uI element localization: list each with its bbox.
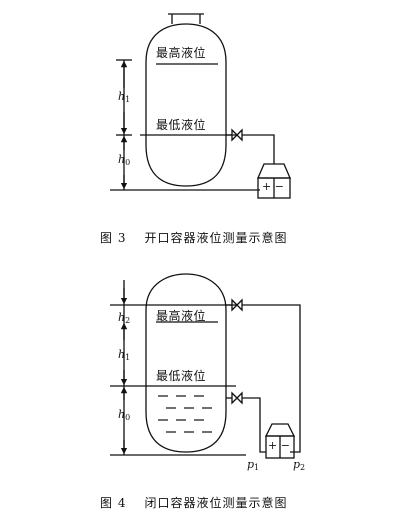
fig4-transmitter-icon — [264, 423, 296, 437]
fig3-caption: 图 3 开口容器液位测量示意图 — [100, 229, 287, 246]
fig4-caption-text: 闭口容器液位测量示意图 — [144, 496, 288, 510]
fig4-caption: 图 4 闭口容器液位测量示意图 — [100, 494, 287, 511]
fig3-max-level-label: 最高液位 — [156, 46, 207, 60]
fig3-h1-label: h1 — [118, 90, 131, 104]
fig4-p2-label: p2 — [293, 458, 306, 472]
fig3-transmitter-label: + − — [262, 180, 284, 193]
fig4-upper-pipe — [242, 304, 301, 453]
fig4-closed-tank — [145, 273, 227, 453]
fig4-h1-label: h1 — [118, 348, 131, 362]
fig4-max-level-label: 最高液位 — [156, 309, 207, 323]
figure3 — [110, 13, 291, 199]
fig4-transmitter-label: + − — [268, 439, 290, 452]
fig3-top-nozzle — [168, 13, 204, 24]
figure4 — [110, 273, 301, 459]
fig4-lower-pipe — [242, 397, 266, 453]
fig4-caption-number: 图 4 — [100, 496, 127, 510]
fig4-liquid — [158, 395, 212, 433]
fig4-lower-valve-icon — [231, 391, 243, 405]
fig3-h0-label: h0 — [118, 153, 131, 167]
fig3-transmitter-icon — [257, 163, 291, 179]
fig3-caption-number: 图 3 — [100, 231, 127, 245]
fig3-open-tank — [145, 23, 227, 187]
fig3-valve-icon — [231, 128, 243, 142]
fig3-min-level-label: 最低液位 — [156, 118, 207, 132]
fig3-caption-text: 开口容器液位测量示意图 — [144, 231, 288, 245]
fig4-p1-label: p1 — [247, 458, 260, 472]
fig4-h2-label: h2 — [118, 311, 131, 325]
fig4-upper-valve-icon — [231, 298, 243, 312]
fig4-h0-label: h0 — [118, 408, 131, 422]
fig4-min-level-label: 最低液位 — [156, 369, 207, 383]
